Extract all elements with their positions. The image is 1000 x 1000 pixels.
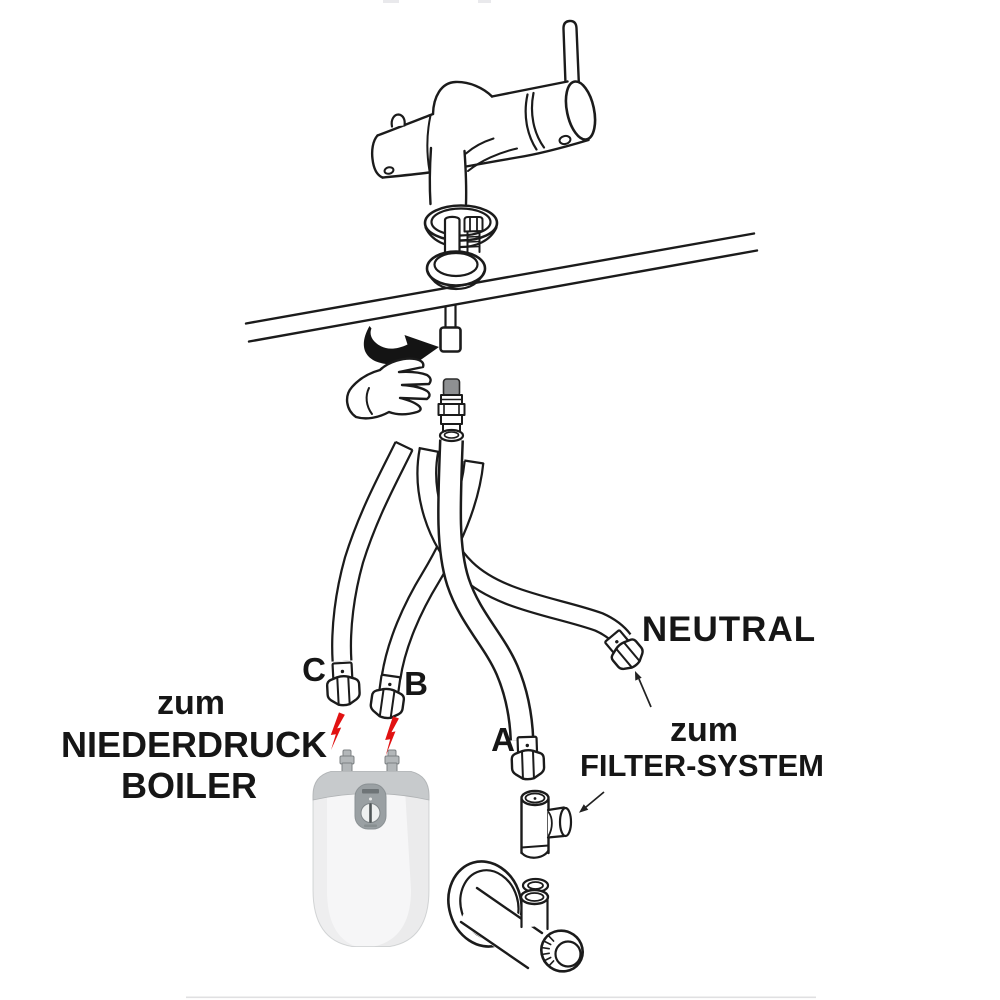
hose-neutral [416, 446, 632, 647]
angle-valve [447, 860, 584, 973]
label-neutral: NEUTRAL [642, 610, 816, 649]
hose-c [331, 440, 414, 662]
hex-nut-neutral [604, 629, 644, 671]
scan-artifact-bottom [186, 996, 816, 999]
hex-nut-c [325, 661, 361, 707]
label-hose-c: C [302, 651, 326, 688]
mounting-ring [425, 250, 487, 291]
threaded-cap [442, 378, 461, 397]
hose-connector [437, 378, 466, 443]
hex-nut-a [510, 735, 546, 781]
lightning-bolt-icon-left [330, 712, 345, 751]
label-hose-b: B [404, 665, 428, 702]
filter-pointer-arrow [579, 791, 605, 813]
warning-bolts [330, 712, 399, 757]
boiler-image [312, 749, 430, 947]
faucet-illustration [370, 19, 597, 260]
text-labels: C B A NEUTRAL zum FILTER-SYSTEM zum NIED… [61, 610, 824, 806]
pointer-arrows [579, 671, 652, 813]
scan-artifacts-top [383, 0, 491, 3]
neutral-pointer-arrow [635, 671, 652, 708]
countertop [244, 232, 759, 343]
boiler-control-panel [354, 783, 387, 830]
label-boiler-boiler: BOILER [121, 765, 257, 806]
hose-a [437, 439, 535, 741]
aerator-nub [390, 113, 406, 128]
hose-bundle [331, 439, 632, 741]
rotation-arrow-icon [363, 326, 439, 369]
lightning-bolt-icon-right [385, 716, 399, 757]
screw-dot-left [383, 166, 395, 175]
faucet-handle [562, 19, 580, 86]
hose-b [380, 459, 485, 680]
boiler-inlet-fittings [339, 749, 400, 773]
label-boiler-niederdruck: NIEDERDRUCK [61, 724, 327, 765]
label-hose-a: A [491, 721, 515, 758]
valve-knob [540, 929, 584, 973]
hand-icon [345, 357, 432, 420]
t-fitting [520, 789, 573, 859]
label-filter-system: FILTER-SYSTEM [580, 748, 824, 783]
label-boiler-zum: zum [157, 684, 225, 722]
screw-dot-right [558, 134, 572, 146]
hex-nut-b [369, 673, 406, 720]
label-filter-zum: zum [670, 711, 738, 749]
